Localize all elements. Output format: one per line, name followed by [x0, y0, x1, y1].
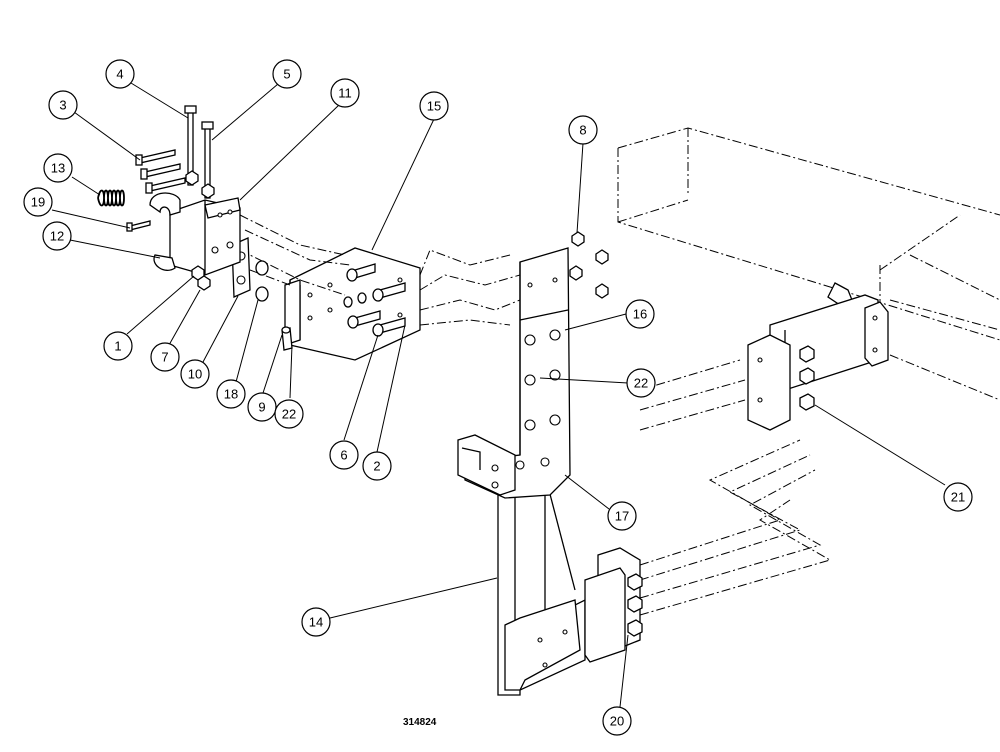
callout-9: 9 — [247, 392, 277, 422]
callout-label: 13 — [51, 161, 65, 176]
callout-label: 15 — [427, 99, 441, 114]
hitch-block — [149, 192, 241, 276]
callout-22-upright: 22 — [626, 368, 656, 398]
callout-label: 7 — [161, 350, 168, 365]
callout-22-plate: 22 — [274, 399, 304, 429]
callout-13: 13 — [43, 153, 73, 183]
callout-10: 10 — [180, 359, 210, 389]
callout-label: 19 — [31, 195, 45, 210]
callout-6: 6 — [329, 440, 359, 470]
drawing-number: 314824 — [403, 717, 437, 728]
callout-18: 18 — [216, 379, 246, 409]
callout-15: 15 — [419, 91, 449, 121]
tractor-frame-phantom — [617, 127, 1000, 401]
callout-label: 9 — [258, 400, 265, 415]
callout-label: 22 — [282, 407, 296, 422]
callout-label: 3 — [59, 98, 66, 113]
callout-label: 11 — [338, 86, 352, 101]
callout-2: 2 — [362, 451, 392, 481]
upright-bracket — [457, 247, 571, 499]
callout-17: 17 — [607, 501, 637, 531]
frame-mount-bracket — [747, 282, 889, 431]
callout-label: 17 — [615, 509, 629, 524]
callout-label: 4 — [116, 67, 123, 82]
adjustment-plate — [284, 247, 421, 361]
callout-3: 3 — [48, 90, 78, 120]
callout-21: 21 — [943, 482, 973, 512]
callout-label: 21 — [951, 490, 965, 505]
callout-19: 19 — [23, 187, 53, 217]
callout-20: 20 — [602, 706, 632, 736]
callout-label: 1 — [114, 339, 121, 354]
callout-label: 16 — [633, 307, 647, 322]
callout-label: 2 — [373, 459, 380, 474]
callout-label: 10 — [188, 367, 202, 382]
callout-12: 12 — [42, 221, 72, 251]
upright-bolt-lines — [419, 249, 521, 326]
callout-7: 7 — [150, 342, 180, 372]
callout-8: 8 — [568, 115, 598, 145]
main-hitch-post — [497, 474, 586, 696]
bolt-alignment-lines — [639, 359, 832, 616]
hitch-pins — [255, 260, 269, 302]
callout-11: 11 — [330, 78, 360, 108]
callout-label: 14 — [309, 615, 323, 630]
hitch-nuts — [185, 170, 215, 291]
leader-lines — [51, 82, 946, 708]
callout-label: 6 — [340, 448, 347, 463]
frame-nuts — [799, 345, 815, 411]
callout-label: 20 — [610, 714, 624, 729]
callout-label: 5 — [283, 67, 290, 82]
plate-bolts — [343, 263, 406, 337]
callout-label: 12 — [50, 229, 64, 244]
callout-4: 4 — [105, 59, 135, 89]
lower-pin — [281, 326, 293, 351]
callout-5: 5 — [272, 59, 302, 89]
callout-14: 14 — [301, 607, 331, 637]
callout-label: 18 — [224, 387, 238, 402]
long-bolts — [184, 105, 214, 199]
callout-label: 22 — [634, 376, 648, 391]
upright-nuts — [569, 231, 609, 299]
callout-1: 1 — [103, 331, 133, 361]
spring — [97, 189, 125, 207]
lower-mount-bracket — [584, 547, 643, 663]
callout-label: 8 — [579, 123, 586, 138]
callout-16: 16 — [625, 299, 655, 329]
